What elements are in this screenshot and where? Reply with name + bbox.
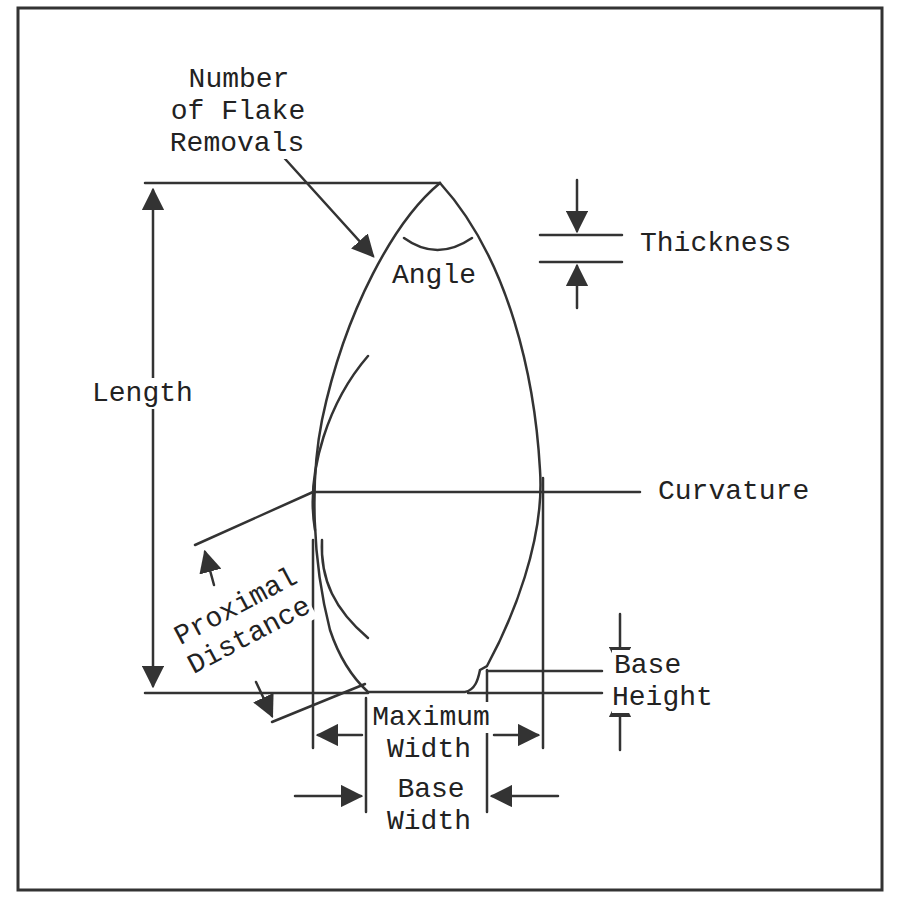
flake-scar [313, 356, 368, 530]
label-text: Proximal Distance [168, 562, 318, 682]
dimension-label: Curvature [656, 476, 836, 508]
callout-label: Number of Flake Removals [163, 64, 313, 160]
angle-arc [404, 238, 472, 250]
dimension-label: Thickness [638, 228, 813, 260]
dimension-label: Length [90, 378, 210, 410]
frame [18, 8, 882, 890]
dimension-label: Angle [390, 260, 500, 292]
label-text: Angle [390, 260, 478, 291]
length-arrow [152, 190, 155, 686]
label-text: Length [90, 378, 195, 409]
dimension-label: Base Height [612, 650, 762, 714]
label-text: Maximum Width [370, 702, 490, 765]
curvature-line [313, 491, 640, 494]
dimension-label: Base Width [355, 774, 505, 838]
label-text: Curvature [656, 476, 811, 507]
label-text: Base Height [612, 650, 715, 713]
label-text: Base Width [387, 774, 473, 837]
flake-scar [322, 540, 368, 638]
tool-outline [314, 183, 540, 692]
dimension-label: Proximal Distance [162, 559, 324, 686]
label-text: Number of Flake Removals [170, 64, 306, 159]
label-text: Thickness [638, 228, 793, 259]
dimension-label: Maximum Width [355, 702, 505, 766]
